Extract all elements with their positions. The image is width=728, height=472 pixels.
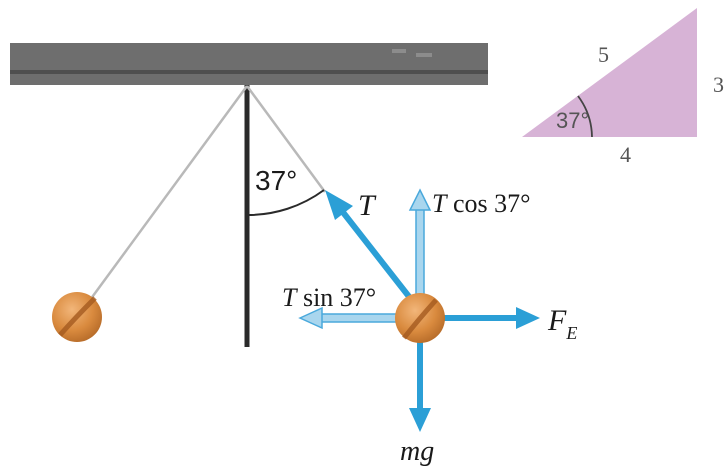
left-pendulum-string — [88, 85, 249, 301]
triangle-opposite-label: 3 — [713, 72, 724, 97]
horizontal-component-arrow — [298, 306, 401, 330]
triangle-hypotenuse-label: 5 — [598, 42, 609, 67]
weight-arrow — [409, 340, 431, 432]
angle-label: 37° — [255, 165, 297, 196]
ceiling — [10, 43, 488, 85]
right-pendulum-string — [245, 85, 327, 193]
vertical-component-label: T cos 37° — [432, 189, 531, 218]
horizontal-component-label: T sin 37° — [282, 283, 376, 312]
weight-label: mg — [400, 436, 434, 467]
vertical-component-arrow — [408, 188, 432, 299]
triangle-angle-label: 37° — [556, 108, 589, 133]
angle-arc — [246, 189, 325, 217]
reference-triangle — [522, 8, 697, 138]
left-pendulum-ball — [52, 292, 102, 342]
right-pendulum-ball — [395, 293, 445, 343]
electric-force-label: FE — [547, 304, 577, 343]
tension-label: T — [358, 189, 377, 222]
electric-force-arrow — [440, 307, 540, 329]
tension-arrow — [325, 190, 417, 305]
triangle-adjacent-label: 4 — [620, 142, 631, 167]
